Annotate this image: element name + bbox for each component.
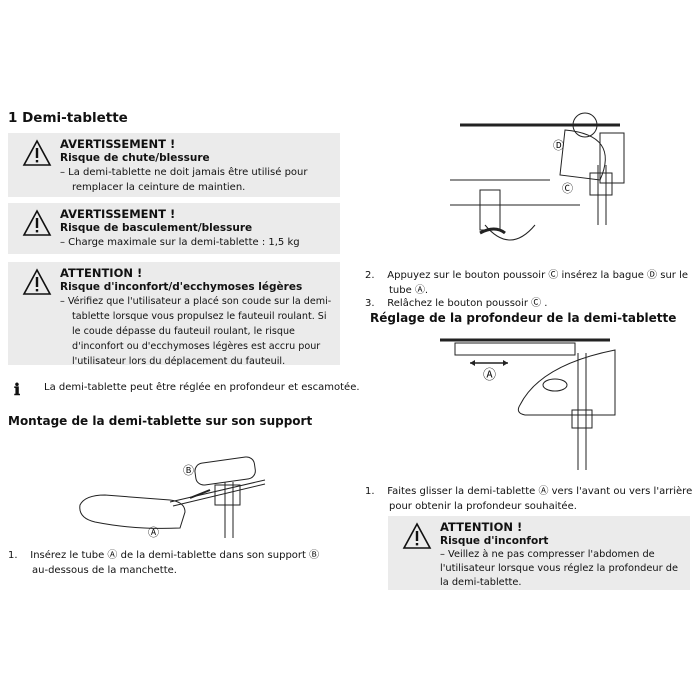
montage-illustration [79,456,266,538]
step-3: 3. Relâchez le bouton poussoir Ⓒ . [365,296,695,311]
caution-title: ATTENTION ! [60,266,143,280]
warning-subtitle: Risque de basculement/blessure [60,222,253,234]
warning-text: – La demi-tablette ne doit jamais être u… [60,167,308,193]
label-a-depth: Ⓐ [483,368,497,383]
warning-icon [22,209,52,237]
caution-title: ATTENTION ! [440,520,523,534]
warning-title: AVERTISSEMENT ! [60,207,176,221]
warning-text: – Charge maximale sur la demi-tablette :… [60,237,300,248]
attachment-illustration [450,112,625,241]
reglage-step-1: 1. Faites glisser la demi-tablette Ⓐ ver… [365,484,695,514]
step-text: Insérez le tube Ⓐ de la demi-tablette da… [30,550,320,576]
step-number: 2. [365,270,375,281]
caution-box-1: ATTENTION ! Risque d'inconfort/d'ecchymo… [8,262,340,367]
caution-text: – Vérifiez que l'utilisateur a placé son… [60,296,332,367]
label-c: Ⓒ [562,182,573,195]
label-d: Ⓓ [553,139,564,152]
step-text: Appuyez sur le bouton poussoir Ⓒ insérez… [387,270,689,296]
caution-box-2: ATTENTION ! Risque d'inconfort – Veillez… [388,516,690,590]
warning-icon [22,268,52,296]
step-text: Relâchez le bouton poussoir Ⓒ . [387,298,548,309]
label-b: Ⓑ [183,464,194,477]
step-number: 3. [365,298,375,309]
label-a: Ⓐ [148,526,159,539]
caution-subtitle: Risque d'inconfort/d'ecchymoses légères [60,281,303,293]
page-title: 1 Demi-tablette [8,110,128,126]
warning-box-2: AVERTISSEMENT ! Risque de basculement/bl… [8,203,340,254]
warning-subtitle: Risque de chute/blessure [60,152,210,164]
step-number: 1. [8,550,18,561]
montage-heading: Montage de la demi-tablette sur son supp… [8,414,313,428]
info-icon: ℹ [14,380,21,399]
step-text: Faites glisser la demi-tablette Ⓐ vers l… [387,486,693,512]
step-number: 1. [365,486,375,497]
caution-subtitle: Risque d'inconfort [440,535,549,547]
step-2: 2. Appuyez sur le bouton poussoir Ⓒ insé… [365,268,695,298]
warning-icon [402,522,432,550]
info-text: La demi-tablette peut être réglée en pro… [44,382,360,393]
warning-icon [22,139,52,167]
montage-step-1: 1. Insérez le tube Ⓐ de la demi-tablette… [8,548,338,578]
caution-text: – Veillez à ne pas compresser l'abdomen … [440,549,679,588]
reglage-heading: Réglage de la profondeur de la demi-tabl… [370,311,677,325]
depth-illustration [440,338,616,470]
warning-box-1: AVERTISSEMENT ! Risque de chute/blessure… [8,133,340,197]
warning-title: AVERTISSEMENT ! [60,137,176,151]
